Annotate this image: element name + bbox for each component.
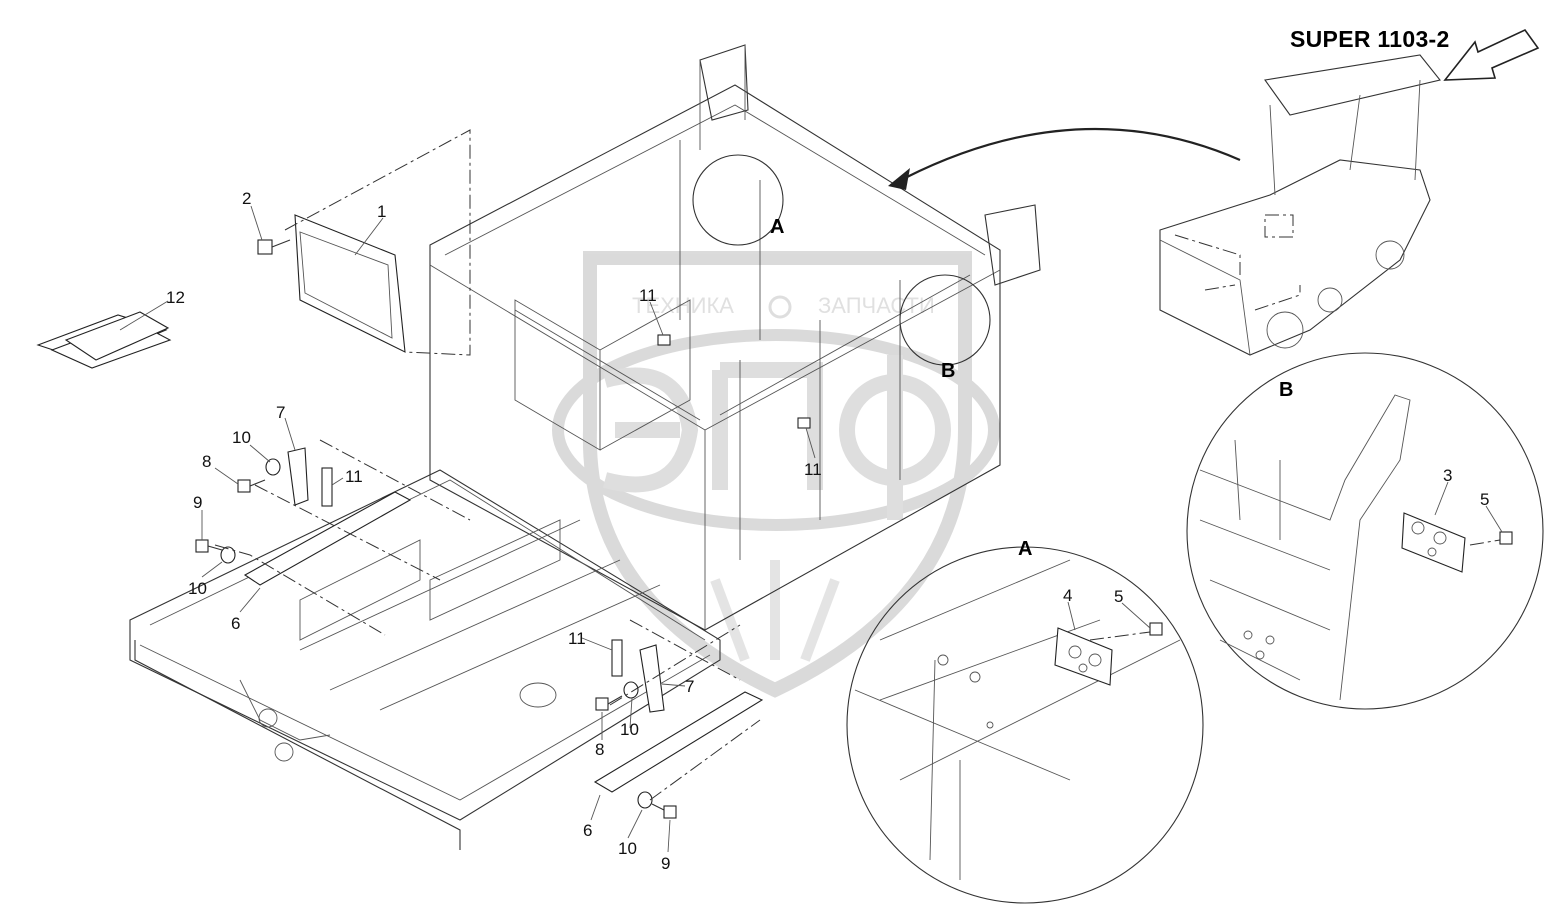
- machine-overview: [1159, 54, 1441, 356]
- part-11-pin-bottom: [611, 639, 623, 677]
- callout-7-bottom: 7: [685, 677, 694, 696]
- callout-10-bottom: 10: [618, 839, 637, 858]
- main-frame: [429, 44, 1041, 631]
- callout-10-top: 10: [232, 428, 251, 447]
- leader-lines: [119, 205, 1503, 853]
- callout-7-top: 7: [276, 403, 285, 422]
- watermark-right-text: ЗАПЧАСТИ: [818, 293, 935, 318]
- callout-11-left: 11: [345, 467, 363, 486]
- part-11-pin-center: [797, 417, 811, 429]
- part-8-bolt-top: [237, 479, 266, 493]
- part-5-screw-b: [1469, 531, 1513, 546]
- callout-3: 3: [1443, 466, 1452, 485]
- part-7-bracket-right: [639, 644, 665, 713]
- callout-4: 4: [1063, 586, 1072, 605]
- part-3-plate-b: [1401, 512, 1466, 573]
- callout-1: 1: [377, 202, 386, 221]
- part-9-bolt-bottom: [651, 803, 677, 819]
- part-6-rail-bottom: [593, 691, 764, 793]
- lower-chassis: [129, 469, 721, 850]
- callout-11-center: 11: [804, 460, 822, 479]
- part-8-bolt-bottom: [595, 695, 623, 711]
- callout-10-left: 10: [188, 579, 207, 598]
- view-direction-arrow-icon: [1443, 28, 1540, 81]
- part-7-bracket-left: [287, 447, 309, 506]
- callout-6-top: 6: [231, 614, 240, 633]
- callout-8-bottom: 8: [595, 740, 604, 759]
- callout-2: 2: [242, 189, 251, 208]
- callout-11-bottom: 11: [568, 629, 586, 648]
- curved-arrow-icon: [888, 127, 1241, 190]
- callout-8-top: 8: [202, 452, 211, 471]
- part-12-documents: [36, 311, 172, 369]
- callout-5-b: 5: [1480, 490, 1489, 509]
- part-4-plate-a: [1054, 627, 1113, 686]
- part-11-pin-left: [321, 467, 333, 507]
- part-1-cover-plate: [294, 214, 406, 353]
- part-10-washer-top: [265, 458, 281, 476]
- gear-icon: [768, 295, 792, 319]
- part-10-washer-bottom: [637, 791, 653, 809]
- callout-9-bottom: 9: [661, 854, 670, 873]
- callout-12: 12: [166, 288, 185, 307]
- callout-10-mid: 10: [620, 720, 639, 739]
- callout-6-bottom: 6: [583, 821, 592, 840]
- part-6-rail-top: [243, 491, 412, 586]
- detail-b-marker: B: [941, 360, 955, 382]
- watermark-logo: ТЕХНИКА ЗАПЧАСТИ: [552, 251, 1000, 698]
- drawing-title: SUPER 1103-2: [1290, 26, 1450, 52]
- watermark-left-text: ТЕХНИКА: [632, 293, 734, 318]
- part-10-washer-left: [220, 546, 236, 564]
- callout-9-left: 9: [193, 493, 202, 512]
- callout-11-top: 11: [639, 286, 657, 305]
- detail-b-heading: B: [1279, 379, 1293, 401]
- detail-a-marker: A: [770, 216, 784, 238]
- part-11-pin-top: [657, 334, 671, 346]
- part-5-screw-a: [1089, 622, 1163, 641]
- detail-b-view: [1186, 352, 1544, 710]
- detail-a-heading: A: [1018, 538, 1032, 560]
- part-2-bolt: [257, 239, 291, 255]
- callout-5-a: 5: [1114, 587, 1123, 606]
- detail-a-view: [846, 546, 1204, 904]
